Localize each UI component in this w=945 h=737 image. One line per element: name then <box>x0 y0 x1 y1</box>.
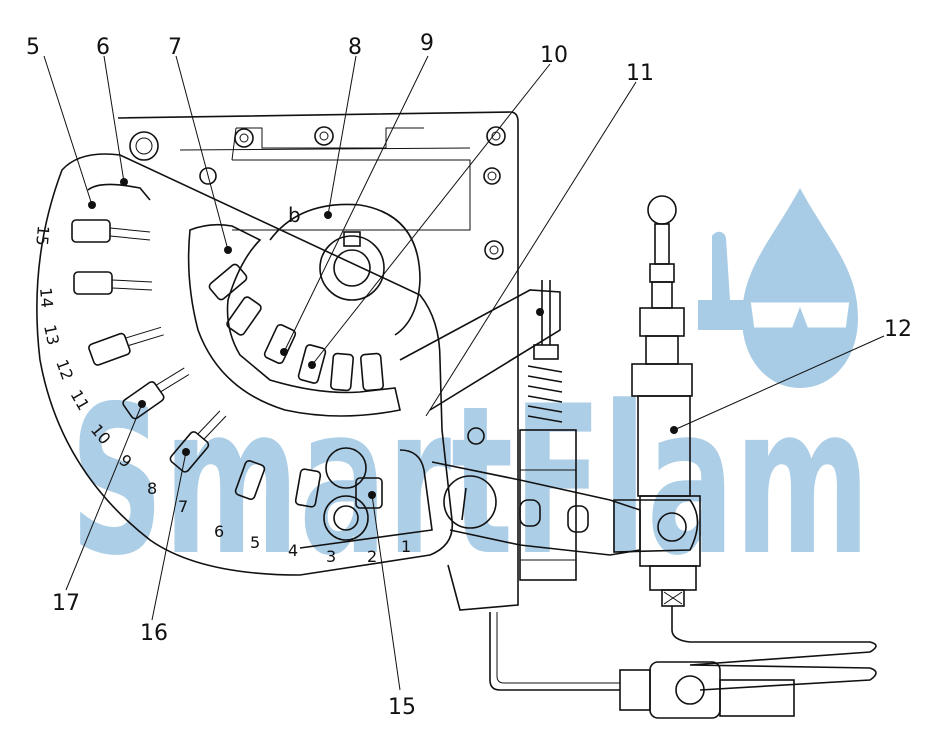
screw <box>263 323 297 365</box>
callout-5: 5 <box>26 35 40 60</box>
scale-label: 4 <box>288 541 298 560</box>
callout-labels: 5 6 7 8 9 10 11 12 15 16 17 <box>26 31 912 720</box>
mounting-plate <box>117 111 519 611</box>
screw <box>122 367 190 420</box>
callout-12: 12 <box>884 317 912 342</box>
callout-9: 9 <box>420 31 434 56</box>
scale-label: 7 <box>178 497 188 516</box>
callout-15: 15 <box>388 695 416 720</box>
actuator-12 <box>631 195 701 607</box>
callout-6: 6 <box>96 35 110 60</box>
flame-with-glasses-icon <box>698 188 858 388</box>
leader-lines <box>43 55 885 691</box>
callout-16: 16 <box>140 621 168 646</box>
screw <box>208 263 248 301</box>
capillary-tube <box>489 606 877 719</box>
inner-sector <box>187 223 401 417</box>
screw <box>294 468 322 508</box>
screw <box>88 326 164 366</box>
callout-8: 8 <box>348 35 362 60</box>
screw <box>71 219 151 243</box>
scale-label: 6 <box>214 522 224 541</box>
scale-label: 13 <box>40 323 63 347</box>
screw <box>73 271 153 295</box>
scale-label: 14 <box>36 287 57 309</box>
watermark: SmartFlam <box>70 188 870 601</box>
screw <box>234 459 266 501</box>
callout-10: 10 <box>540 43 568 68</box>
scale-label: 15 <box>32 225 53 247</box>
callout-11: 11 <box>626 61 654 86</box>
screw <box>226 296 262 336</box>
scale-label: 2 <box>367 547 377 566</box>
screw <box>169 410 227 473</box>
cam-mark: b <box>288 203 301 227</box>
screw <box>297 344 327 384</box>
scale-label: 8 <box>147 479 157 498</box>
screw <box>330 352 354 392</box>
screw <box>355 477 383 509</box>
watermark-text: SmartFlam <box>70 363 870 601</box>
screw <box>360 352 384 392</box>
callout-17: 17 <box>52 591 80 616</box>
scale-label: 5 <box>250 533 260 552</box>
callout-7: 7 <box>168 35 182 60</box>
sector-plate <box>36 153 454 576</box>
scale-label: 1 <box>401 537 411 556</box>
scale-label: 3 <box>326 547 336 566</box>
adjuster-screws <box>71 219 384 541</box>
cam-hub: b <box>269 203 421 336</box>
spring-assembly <box>519 280 577 581</box>
scale-labels: 1 2 3 4 5 6 7 8 9 10 11 12 13 14 15 <box>32 225 411 566</box>
